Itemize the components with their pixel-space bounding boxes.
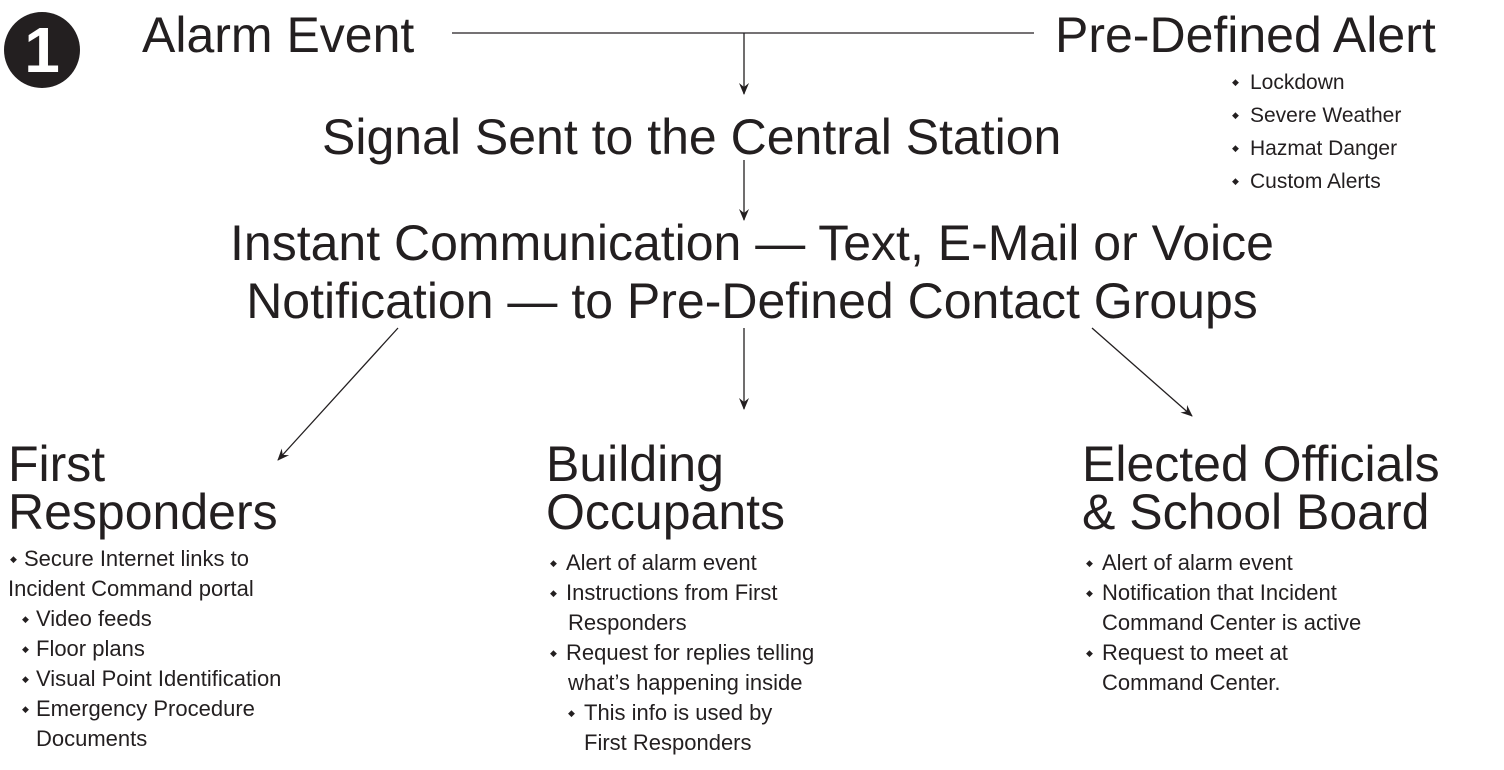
first-responders-title-2: Responders xyxy=(8,484,278,540)
building-occupants-title-1: Building xyxy=(546,436,724,492)
first-responders-column: First Responders Secure Internet links t… xyxy=(8,436,281,754)
list-item: Secure Internet links to xyxy=(8,544,281,574)
communication-heading: Instant Communication — Text, E-Mail or … xyxy=(0,214,1504,330)
list-item: Hazmat Danger xyxy=(1230,132,1401,165)
alarm-event-heading: Alarm Event xyxy=(142,7,415,63)
list-item: Lockdown xyxy=(1230,66,1401,99)
list-item: Severe Weather xyxy=(1230,99,1401,132)
step-number-badge: 1 xyxy=(4,12,80,88)
list-item: Request to meet at xyxy=(1082,638,1440,668)
list-item: First Responders xyxy=(584,730,752,755)
list-item: Alert of alarm event xyxy=(1082,548,1440,578)
list-item: Incident Command portal xyxy=(8,576,254,601)
elected-officials-column: Elected Officials & School Board Alert o… xyxy=(1082,436,1440,698)
communication-line-1: Instant Communication — Text, E-Mail or … xyxy=(230,215,1274,271)
first-responders-list: Secure Internet links to Incident Comman… xyxy=(8,544,281,754)
central-station-heading: Signal Sent to the Central Station xyxy=(322,109,1062,165)
list-item: This info is used by xyxy=(546,698,814,728)
building-occupants-column: Building Occupants Alert of alarm event … xyxy=(546,436,814,758)
list-item: what’s happening inside xyxy=(568,670,803,695)
elected-officials-list: Alert of alarm event Notification that I… xyxy=(1082,548,1440,698)
list-item: Command Center. xyxy=(1102,670,1281,695)
building-occupants-list: Alert of alarm event Instructions from F… xyxy=(546,548,814,758)
arrow-to-elected-officials xyxy=(1091,327,1193,417)
list-item: Video feeds xyxy=(8,604,281,634)
list-item: Floor plans xyxy=(8,634,281,664)
communication-line-2: Notification — to Pre-Defined Contact Gr… xyxy=(246,273,1258,329)
arrow-to-first-responders xyxy=(277,327,399,461)
pre-defined-alert-heading: Pre-Defined Alert xyxy=(1055,7,1436,63)
alert-type-list: Lockdown Severe Weather Hazmat Danger Cu… xyxy=(1230,66,1401,198)
building-occupants-title-2: Occupants xyxy=(546,484,786,540)
list-item: Custom Alerts xyxy=(1230,165,1401,198)
list-item: Command Center is active xyxy=(1102,610,1362,635)
elected-officials-title-1: Elected Officials xyxy=(1082,436,1440,492)
list-item: Visual Point Identification xyxy=(8,664,281,694)
list-item: Alert of alarm event xyxy=(546,548,814,578)
list-item: Responders xyxy=(568,610,687,635)
list-item: Request for replies telling xyxy=(546,638,814,668)
list-item: Instructions from First xyxy=(546,578,814,608)
list-item: Documents xyxy=(36,726,148,751)
list-item: Emergency Procedure xyxy=(8,694,281,724)
list-item: Notification that Incident xyxy=(1082,578,1440,608)
elected-officials-title-2: & School Board xyxy=(1082,484,1430,540)
first-responders-title-1: First xyxy=(8,436,106,492)
